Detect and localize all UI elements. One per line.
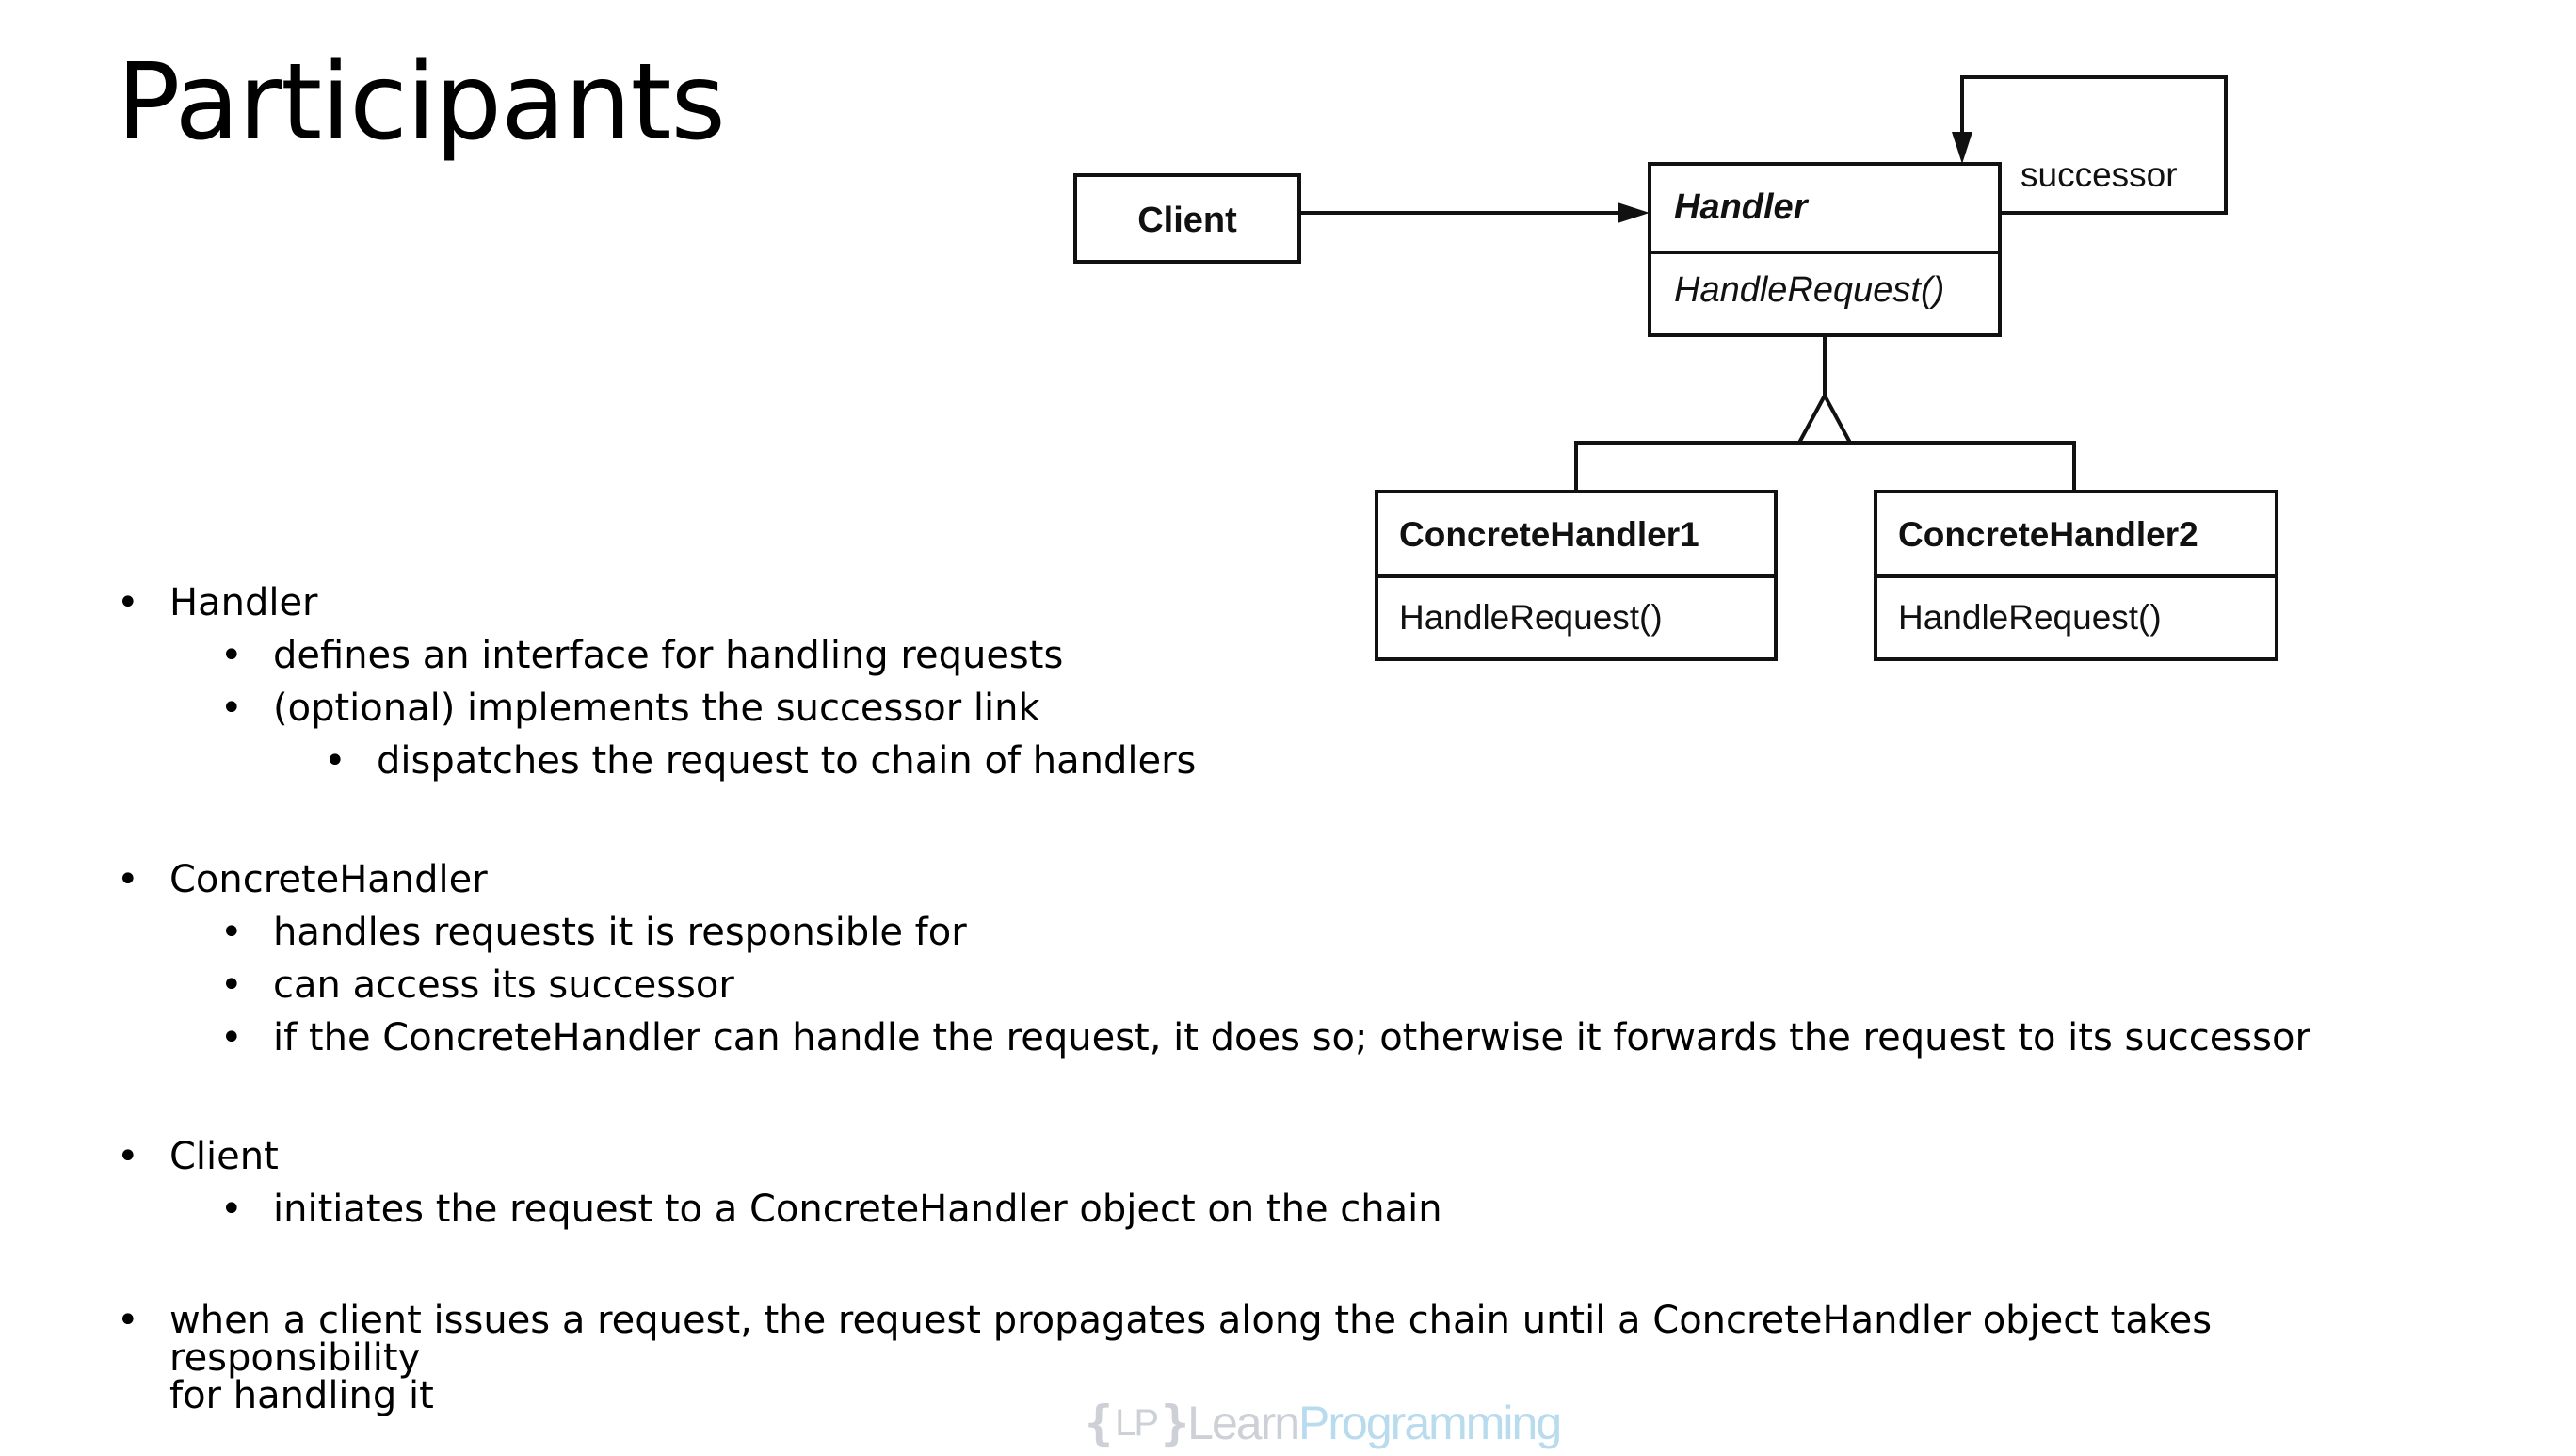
bullet-concrete-handles: handles requests it is responsible for — [220, 906, 2452, 959]
inheritance-triangle — [1795, 391, 1854, 445]
bullet-concrete-handler: ConcreteHandler — [117, 853, 2452, 906]
bullet-client-initiates: initiates the request to a ConcreteHandl… — [220, 1183, 2452, 1236]
bullet-concrete-forward: if the ConcreteHandler can handle the re… — [220, 1011, 2452, 1064]
client-box — [1073, 173, 1301, 264]
concrete-handler1-name: ConcreteHandler1 — [1399, 515, 1699, 554]
watermark-monogram: LP — [1115, 1401, 1159, 1444]
bullet-propagation: when a client issues a request, the requ… — [117, 1302, 2452, 1415]
bullet-handler: Handler — [117, 576, 2452, 629]
successor-label: successor — [2021, 155, 2178, 194]
watermark-word-programming: Programming — [1298, 1397, 1562, 1449]
client-arrowhead — [1618, 202, 1650, 223]
handler-section: Handler defines an interface for handlin… — [117, 576, 2452, 787]
handler-name: Handler — [1674, 187, 1810, 227]
successor-arrowhead — [1952, 132, 1972, 164]
watermark-word-learn: Learn — [1187, 1397, 1300, 1449]
client-section: Client initiates the request to a Concre… — [117, 1130, 2452, 1236]
concrete-handler-section: ConcreteHandler handles requests it is r… — [117, 853, 2452, 1064]
bullet-list: Handler defines an interface for handlin… — [117, 576, 2452, 1415]
bullet-client: Client — [117, 1130, 2452, 1183]
bullet-propagation-line2: for handling it — [169, 1374, 434, 1417]
propagation-section: when a client issues a request, the requ… — [117, 1302, 2452, 1415]
bullet-propagation-line1: when a client issues a request, the requ… — [169, 1299, 2213, 1380]
bullet-concrete-access: can access its successor — [220, 959, 2452, 1011]
concrete-handler2-name: ConcreteHandler2 — [1898, 515, 2198, 554]
bullet-handler-interface: defines an interface for handling reques… — [220, 629, 2452, 682]
watermark-brace-close: } — [1161, 1396, 1189, 1450]
watermark-brace-open: { — [1085, 1396, 1113, 1450]
client-label: Client — [1137, 201, 1237, 240]
inheritance-branch — [1574, 441, 2076, 492]
successor-loop — [1960, 75, 2228, 215]
handler-method: HandleRequest() — [1674, 270, 1944, 310]
slide-title: Participants — [117, 41, 726, 164]
bullet-handler-successor-link: (optional) implements the successor link — [220, 682, 2452, 735]
bullet-handler-dispatch: dispatches the request to chain of handl… — [324, 735, 2452, 787]
